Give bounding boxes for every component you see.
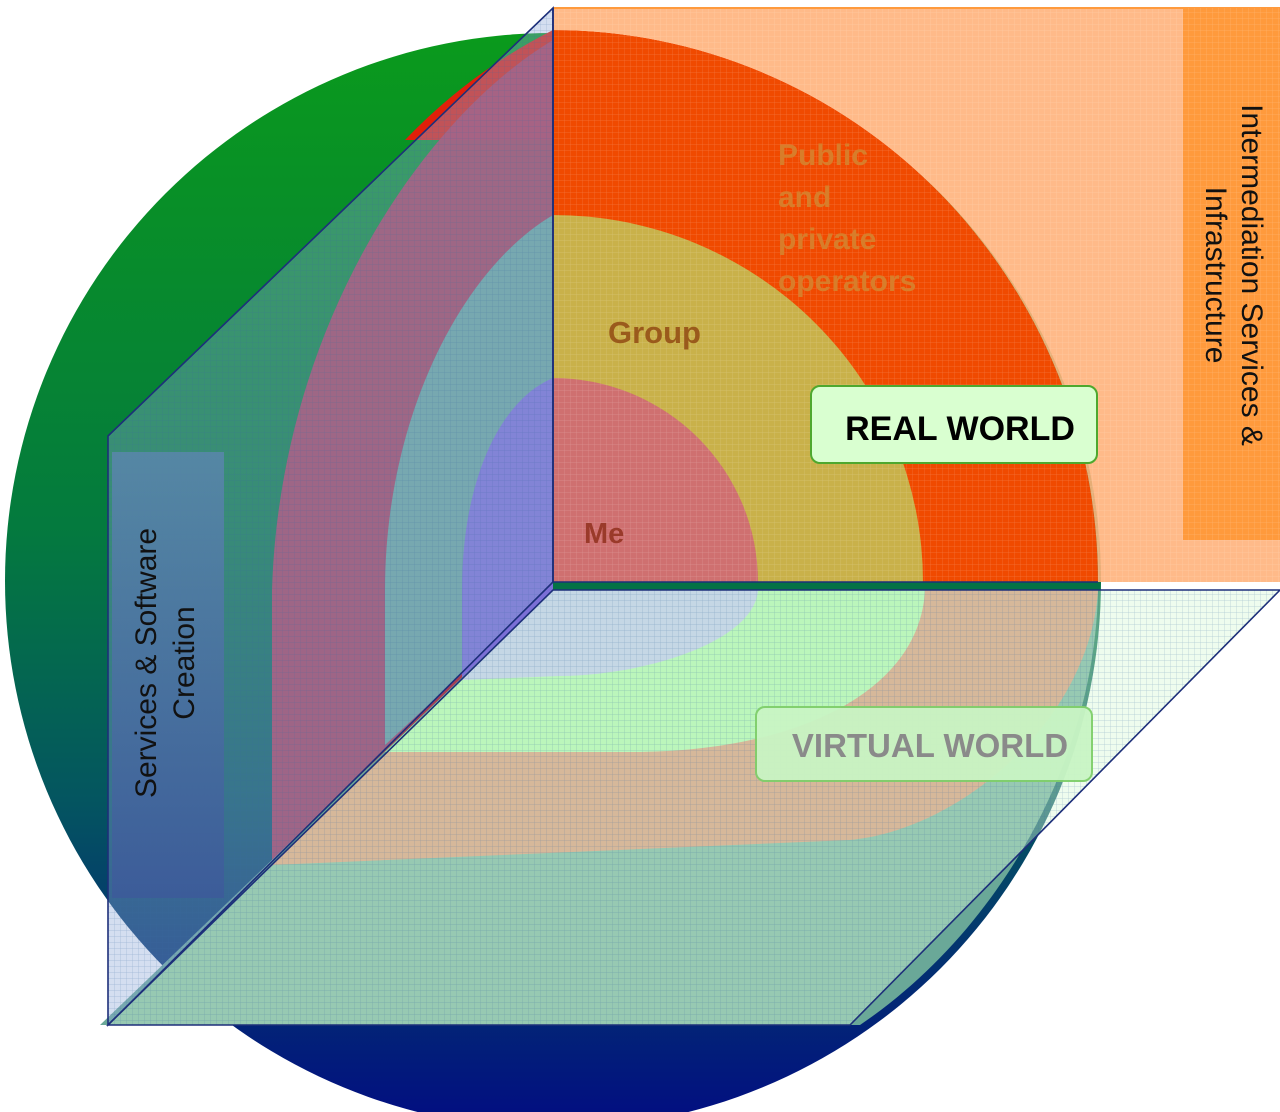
intermediation-text-group: Intermediation Services & Infrastructure xyxy=(1199,104,1268,446)
virtual-world-label-box xyxy=(755,706,1093,782)
real-world-label: REAL WORLD xyxy=(845,410,1075,448)
outer-shell-label-line-4: operators xyxy=(778,265,916,298)
me-layer-label: Me xyxy=(584,518,624,550)
services-label-line-2: Creation xyxy=(168,606,201,719)
services-text-group: Services & Software Creation xyxy=(130,528,201,798)
services-label-line-1: Services & Software xyxy=(130,528,163,798)
intermediation-label-line-1: Intermediation Services & xyxy=(1235,104,1268,446)
group-layer-label: Group xyxy=(608,315,701,350)
outer-shell-label-line-1: Public xyxy=(778,139,868,172)
real-world-label-box xyxy=(810,385,1098,464)
virtual-world-label: VIRTUAL WORLD xyxy=(792,727,1068,764)
top-back-grid xyxy=(553,8,1280,582)
bottom-plane-edge xyxy=(106,589,1280,1026)
services-creation-box xyxy=(112,452,224,898)
intermediation-box-grid xyxy=(1183,8,1280,540)
outer-shell-label-line-3: private xyxy=(778,223,876,256)
outer-shell-label-line-2: and xyxy=(778,181,831,214)
intermediation-label-line-2: Infrastructure xyxy=(1199,187,1232,364)
bottom-plane-grid xyxy=(108,590,1280,1025)
